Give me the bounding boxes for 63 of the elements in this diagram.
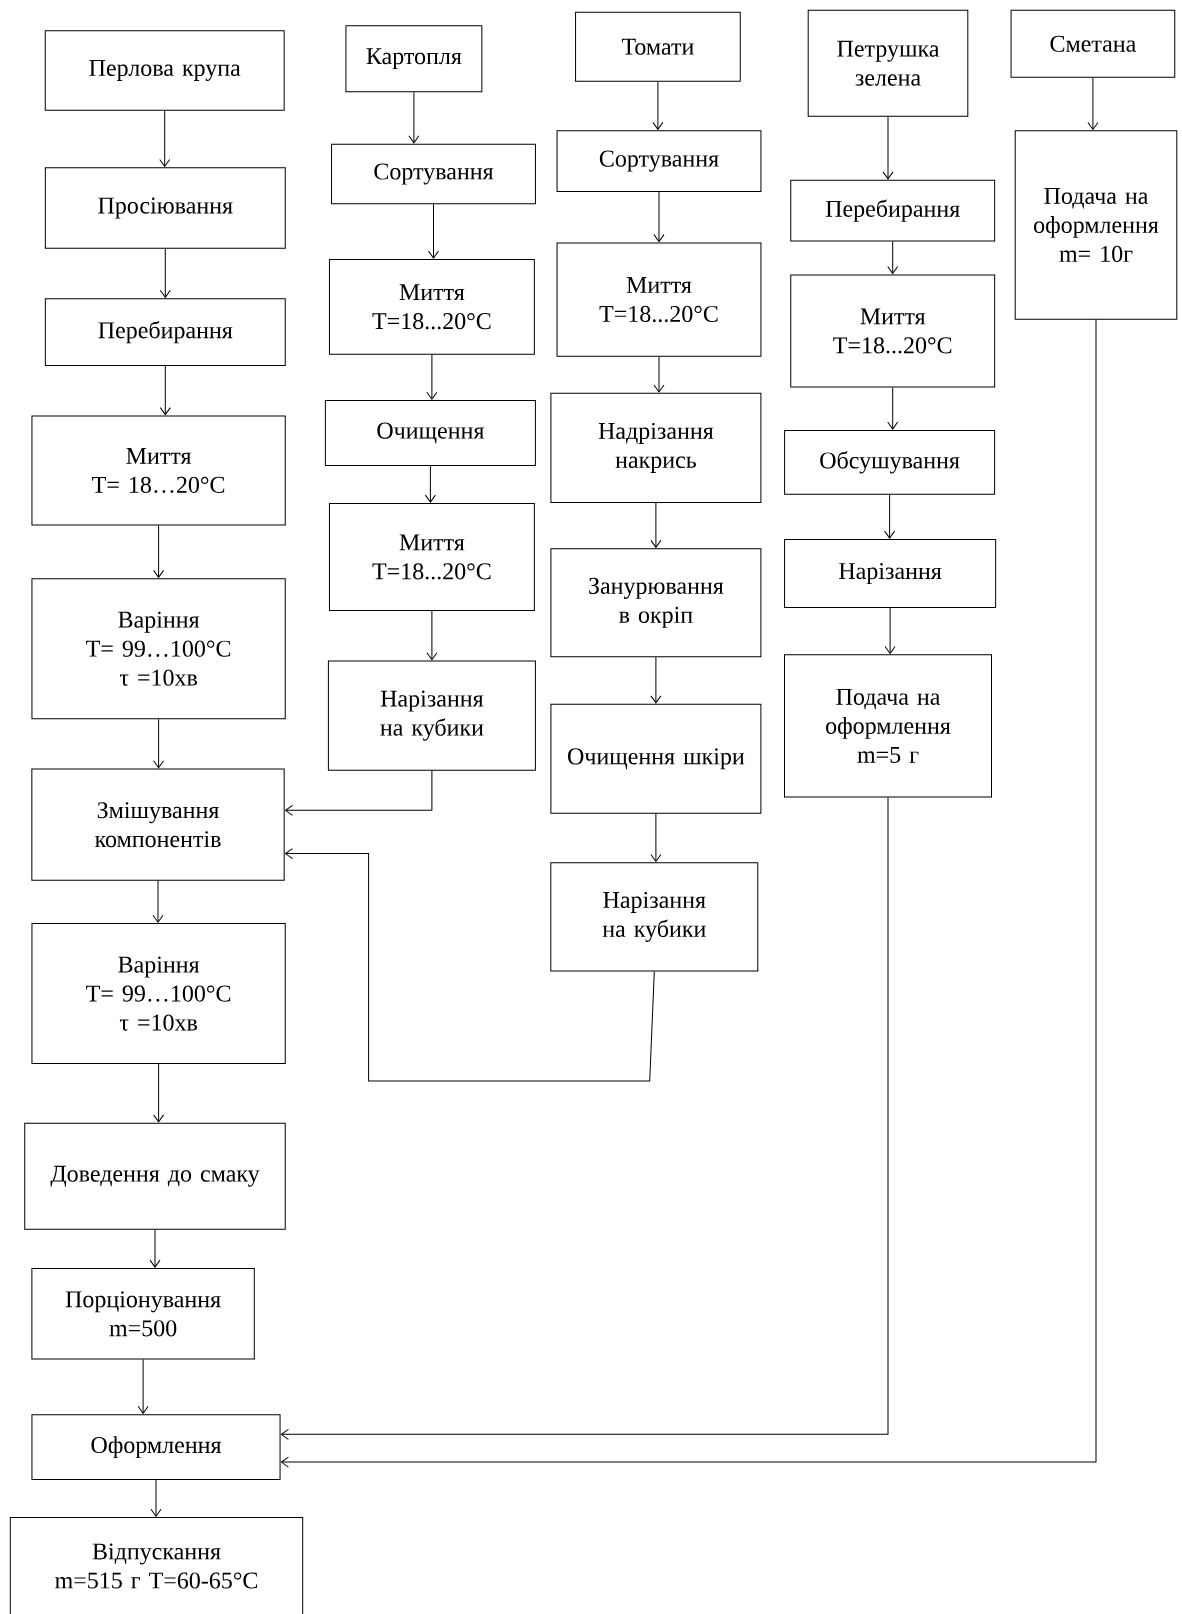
arrow: [152, 880, 164, 923]
arrow: [424, 465, 436, 503]
process-box: Очищення шкіри: [550, 703, 762, 814]
process-box: Перлова крупа: [44, 30, 285, 111]
process-box: Оформлення: [31, 1414, 281, 1481]
arrow: [153, 718, 165, 769]
process-box: Миття T=18...20°C: [556, 242, 762, 357]
arrow: [159, 248, 171, 298]
process-box: Обсушування: [784, 429, 996, 495]
arrow: [1087, 77, 1099, 130]
process-box: Просіювання: [44, 167, 286, 249]
arrow: [884, 494, 896, 539]
arrow: [280, 796, 889, 1440]
arrow: [159, 110, 171, 167]
process-box: Картопля: [345, 25, 483, 93]
arrow: [426, 354, 438, 400]
process-box: Змішування компонентів: [31, 768, 285, 881]
arrow: [887, 387, 899, 430]
arrow: [285, 770, 433, 816]
arrow: [884, 607, 896, 654]
process-box: Варіння T= 99…100°C τ =10хв: [31, 923, 286, 1065]
arrow: [159, 365, 171, 416]
arrow: [408, 91, 420, 144]
arrow: [428, 203, 439, 259]
process-box: Подача на оформлення m=5 г: [784, 654, 992, 798]
process-box: Подача на оформлення m= 10г: [1014, 130, 1178, 320]
process-box: Миття T=18...20°C: [328, 502, 535, 612]
arrow: [653, 191, 665, 243]
process-box: Миття T=18...20°C: [328, 258, 535, 355]
process-box: Миття T= 18…20°C: [31, 415, 286, 526]
process-box: Перебирання: [44, 298, 286, 367]
process-box: Надрізання накрись: [550, 392, 762, 503]
arrow: [280, 319, 1097, 1468]
process-box: Сметана: [1010, 9, 1176, 78]
arrow: [887, 240, 899, 275]
arrow: [285, 848, 655, 1082]
arrow: [153, 1063, 165, 1123]
process-box: Варіння T= 99…100°C τ =10хв: [31, 578, 286, 720]
arrow: [653, 356, 665, 393]
arrow: [137, 1359, 149, 1414]
process-box: Відпускання m=515 г T=60-65°C: [9, 1517, 304, 1614]
process-box: Очищення: [324, 400, 536, 466]
process-box: Порціонування m=500: [31, 1268, 255, 1360]
process-box: Сортування: [331, 143, 536, 205]
process-box: Занурювання в окріп: [550, 548, 762, 658]
arrow: [882, 116, 894, 180]
process-box: Нарізання на кубики: [550, 862, 759, 972]
process-box: Доведення до смаку: [24, 1122, 286, 1230]
arrow: [150, 1479, 162, 1517]
arrow: [426, 610, 438, 661]
process-box: Миття T=18...20°C: [790, 274, 996, 388]
process-box: Нарізання: [784, 539, 997, 608]
arrow: [149, 1229, 161, 1268]
process-box: Томати: [575, 11, 741, 82]
arrow: [650, 656, 662, 704]
arrow: [153, 525, 165, 578]
arrow: [652, 81, 664, 130]
process-box: Сортування: [556, 130, 762, 192]
process-box: Перебирання: [790, 179, 996, 242]
arrow: [650, 502, 662, 548]
process-box: Петрушка зелена: [807, 9, 969, 117]
process-box: Нарізання на кубики: [327, 660, 536, 771]
arrow: [650, 813, 662, 862]
